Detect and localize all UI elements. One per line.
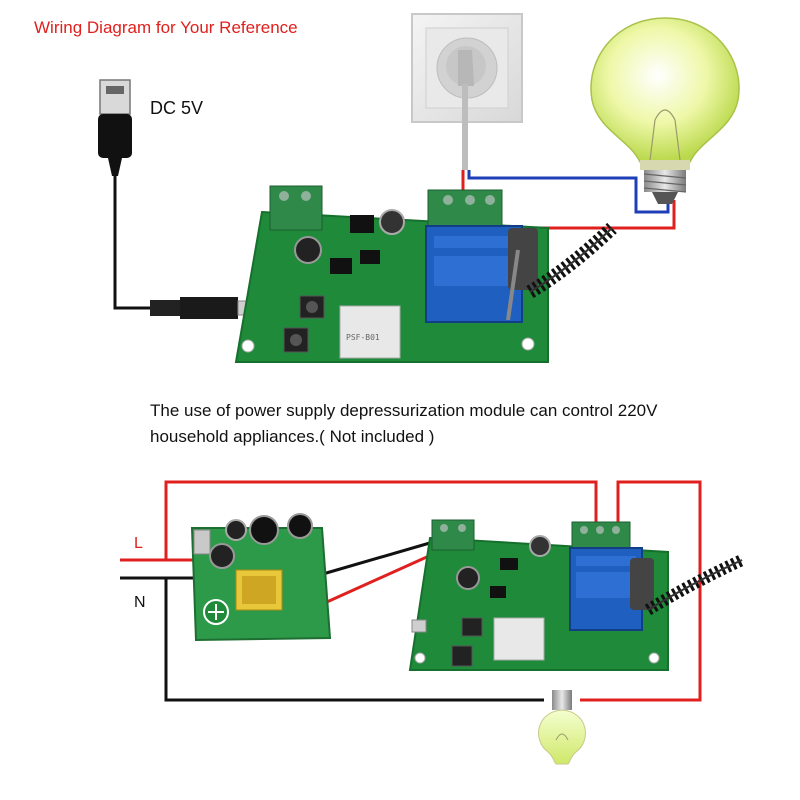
power-supply-module	[190, 513, 332, 642]
caption: The use of power supply depressurization…	[150, 398, 750, 450]
usb-plug-icon	[98, 79, 132, 176]
live-wire-bottom	[120, 480, 598, 562]
usb-cable	[113, 176, 160, 310]
live-label: L	[134, 535, 143, 552]
light-bulb-icon	[590, 17, 740, 204]
switched-wire-top	[484, 200, 676, 230]
load-wire	[580, 480, 702, 702]
small-light-bulb-icon	[538, 690, 586, 765]
module-chip-label: PSF-B01	[346, 333, 380, 342]
diagram-title: Wiring Diagram for Your Reference	[34, 18, 298, 37]
dc-5v-label: DC 5V	[150, 98, 204, 118]
antenna-icon-bottom	[630, 554, 745, 616]
caption-line-2: household appliances.( Not included )	[150, 427, 435, 446]
relay-board-bottom	[408, 519, 669, 671]
micro-usb-connector	[150, 297, 259, 319]
load-return-wire	[164, 578, 544, 702]
antenna-icon	[506, 222, 617, 321]
caption-line-1: The use of power supply depressurization…	[150, 401, 658, 420]
relay-board-top: PSF-B01	[234, 185, 549, 363]
neutral-label: N	[134, 594, 146, 611]
neutral-wire-top	[467, 170, 670, 214]
dc-black-wire	[315, 538, 441, 578]
